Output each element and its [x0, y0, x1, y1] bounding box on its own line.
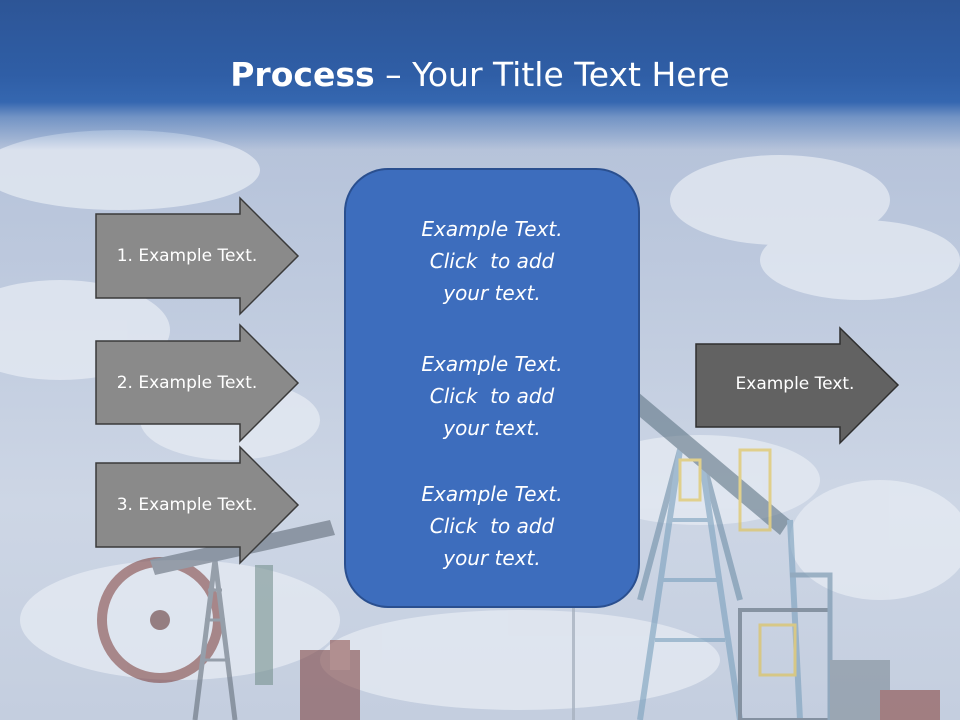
- center-text-box[interactable]: [344, 168, 640, 608]
- left-arrow-2-shape[interactable]: [95, 323, 300, 443]
- center-text-line: Click to add: [429, 384, 555, 408]
- center-text-block-2[interactable]: Example Text. Click to add your text.: [344, 348, 640, 444]
- center-text-line: Click to add: [429, 514, 555, 538]
- title-bold-text: Process: [230, 55, 375, 94]
- slide-title[interactable]: Process – Your Title Text Here: [0, 52, 960, 98]
- center-text-line: Example Text.: [421, 352, 563, 376]
- left-arrow-2-label: 2. Example Text.: [116, 373, 258, 393]
- center-text-line: Click to add: [429, 249, 555, 273]
- right-arrow-label: Example Text.: [735, 374, 855, 394]
- center-text-block-1[interactable]: Example Text. Click to add your text.: [344, 213, 640, 309]
- title-rest-text: – Your Title Text Here: [374, 55, 730, 94]
- title-band: [0, 0, 960, 150]
- left-arrow-3-label: 3. Example Text.: [116, 495, 258, 515]
- center-text-line: Example Text.: [421, 482, 563, 506]
- center-text-block-3[interactable]: Example Text. Click to add your text.: [344, 478, 640, 574]
- right-arrow-shape[interactable]: [695, 326, 900, 445]
- left-arrow-1-label: 1. Example Text.: [116, 246, 258, 266]
- left-arrow-3-shape[interactable]: [95, 445, 300, 565]
- center-text-line: your text.: [443, 416, 541, 440]
- left-arrow-1-shape[interactable]: [95, 196, 300, 316]
- center-text-line: Example Text.: [421, 217, 563, 241]
- center-text-line: your text.: [443, 281, 541, 305]
- center-text-line: your text.: [443, 546, 541, 570]
